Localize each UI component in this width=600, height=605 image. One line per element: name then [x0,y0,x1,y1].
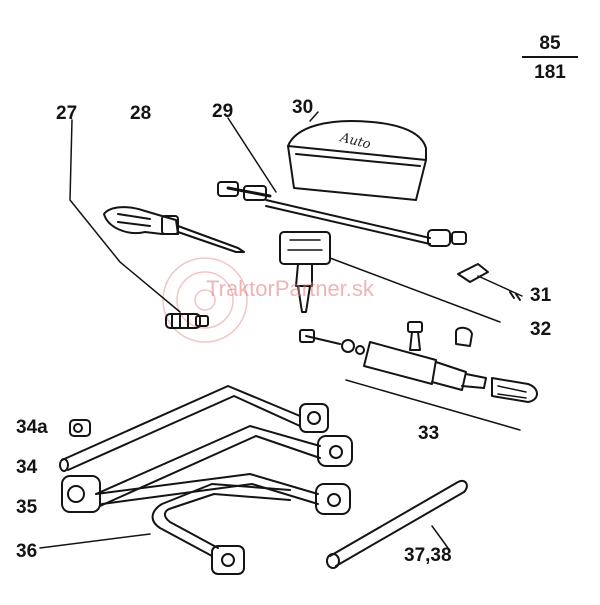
callout-28: 28 [130,103,152,124]
page-number-top: 85 [539,33,561,54]
callout-30: 30 [292,97,314,118]
callout-29: 29 [212,101,234,122]
callout-35: 35 [16,497,38,518]
watermark-text: TraktorPartner.sk [206,276,374,301]
part-34-wrench [59,385,329,472]
part-28-screwdriver [103,206,245,253]
part-29-rod [217,117,467,247]
part-27-valve [69,119,209,329]
page-number-bottom: 181 [534,62,566,83]
part-32-gauge [279,231,501,323]
callout-33: 33 [418,423,440,444]
callout-36: 36 [16,541,38,562]
part-30-box [287,111,427,201]
callout-34a: 34a [16,417,48,438]
part-36-handle [39,483,291,575]
part-37-38-tube [326,480,468,569]
page-number-rule [522,56,578,58]
part-35-bar [95,473,351,515]
callout-31: 31 [530,285,552,306]
part-34a-nut [69,419,91,437]
part-33-injector [299,321,538,431]
part-35-socket-wrench [61,425,353,513]
callout-27: 27 [56,103,78,124]
callout-34: 34 [16,457,38,478]
watermark-gear-icon [162,257,248,343]
callout-32: 32 [530,319,552,340]
callout-37-38: 37,38 [404,545,452,566]
part-31-key [457,263,523,301]
